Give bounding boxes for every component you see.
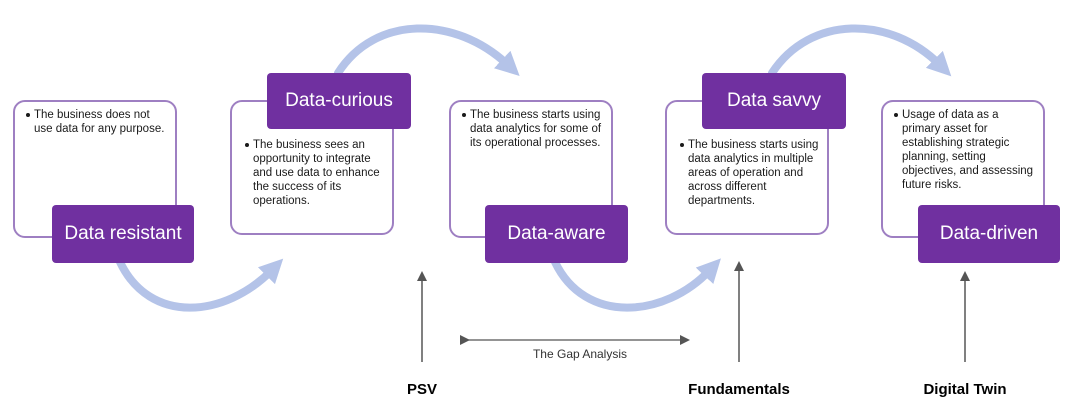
stage-label-data-driven: Data-driven [918, 205, 1060, 263]
stage-description: The business starts using data analytics… [462, 109, 602, 149]
stage-description: Usage of data as a primary asset for est… [894, 109, 1034, 191]
stage-label-data-aware: Data-aware [485, 205, 628, 263]
marker-label-digital-twin: Digital Twin [923, 381, 1007, 398]
stage-description: The business does not use data for any p… [26, 108, 167, 136]
flow-arrow-3 [551, 258, 721, 312]
flow-arrow-2 [334, 24, 520, 77]
stage-label-data-curious: Data-curious [267, 73, 411, 129]
flow-arrow-1 [116, 258, 284, 312]
gap-analysis-label: The Gap Analysis [532, 347, 628, 361]
marker-label-psv: PSV [406, 381, 438, 398]
stage-label-data-resistant: Data resistant [52, 205, 194, 263]
stage-description: The business sees an opportunity to inte… [245, 138, 384, 208]
flow-arrow-4 [768, 24, 952, 77]
stage-description: The business starts using data analytics… [680, 139, 819, 207]
marker-label-fundamentals: Fundamentals [688, 381, 790, 398]
stage-label-data-savvy: Data savvy [702, 73, 846, 129]
